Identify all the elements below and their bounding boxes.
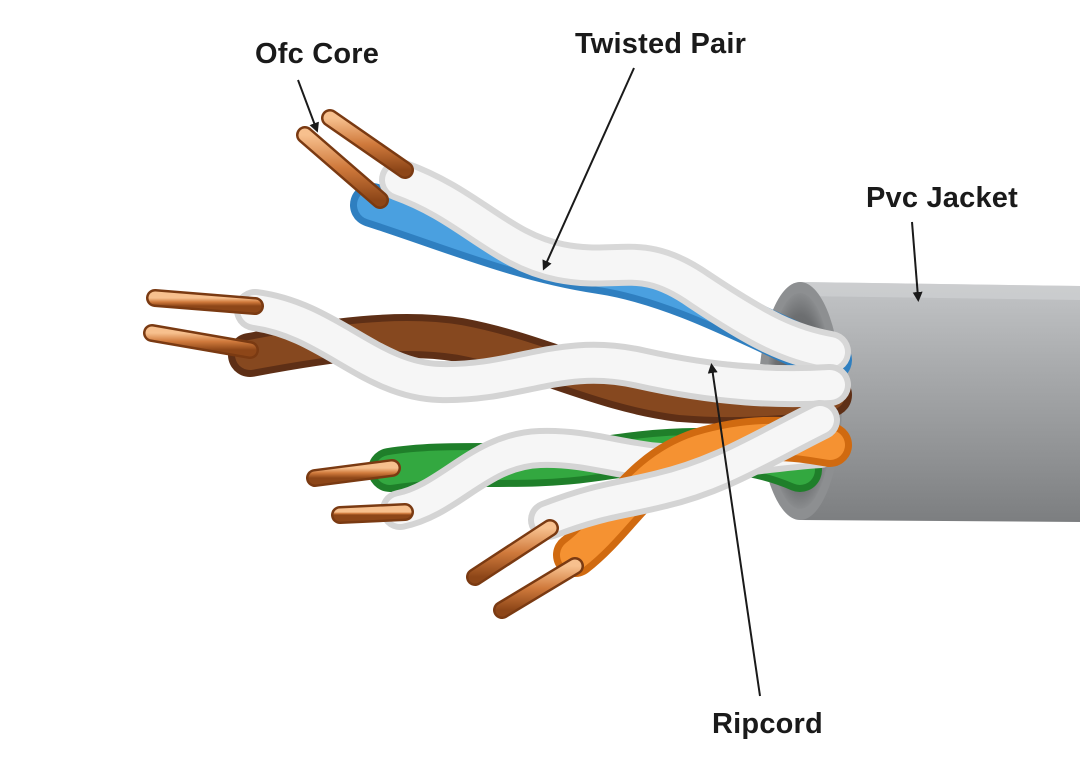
pvc-jacket-leader [911,221,923,302]
brown-twisted-pair [228,289,852,425]
twisted-pair-leader [542,67,635,271]
ofc-core-label: Ofc Core [255,38,380,70]
ripcord-leader [707,363,761,697]
ripcord-label: Ripcord [712,708,823,740]
ofc-core-green [306,459,414,524]
blue-twisted-pair [350,159,852,382]
ofc-core-blue [296,109,414,209]
pvc-jacket-label: Pvc Jacket [866,182,1018,214]
orange-twisted-pair [528,400,852,577]
ofc-core-brown [143,289,264,359]
ofc-core-orange [466,519,584,619]
twisted-pair-label: Twisted Pair [575,28,747,60]
ofc-core-leader [297,79,319,133]
